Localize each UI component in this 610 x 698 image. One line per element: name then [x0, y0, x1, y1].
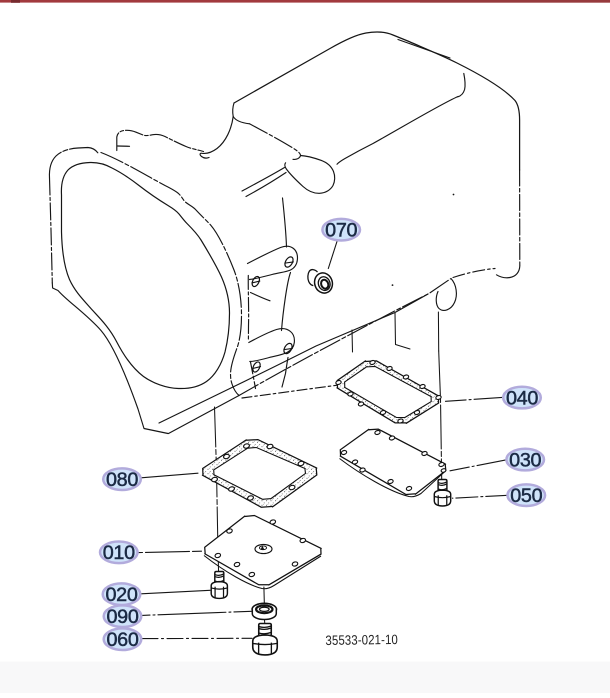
svg-text:070: 070 [325, 220, 357, 242]
svg-text:080: 080 [106, 469, 138, 491]
svg-text:030: 030 [509, 449, 541, 471]
svg-text:050: 050 [510, 485, 542, 507]
svg-text:35533-021-10: 35533-021-10 [325, 632, 398, 648]
svg-text:040: 040 [506, 387, 538, 409]
svg-text:020: 020 [105, 584, 137, 606]
svg-text:090: 090 [106, 606, 138, 628]
svg-text:060: 060 [106, 629, 138, 651]
svg-text:010: 010 [103, 542, 135, 564]
